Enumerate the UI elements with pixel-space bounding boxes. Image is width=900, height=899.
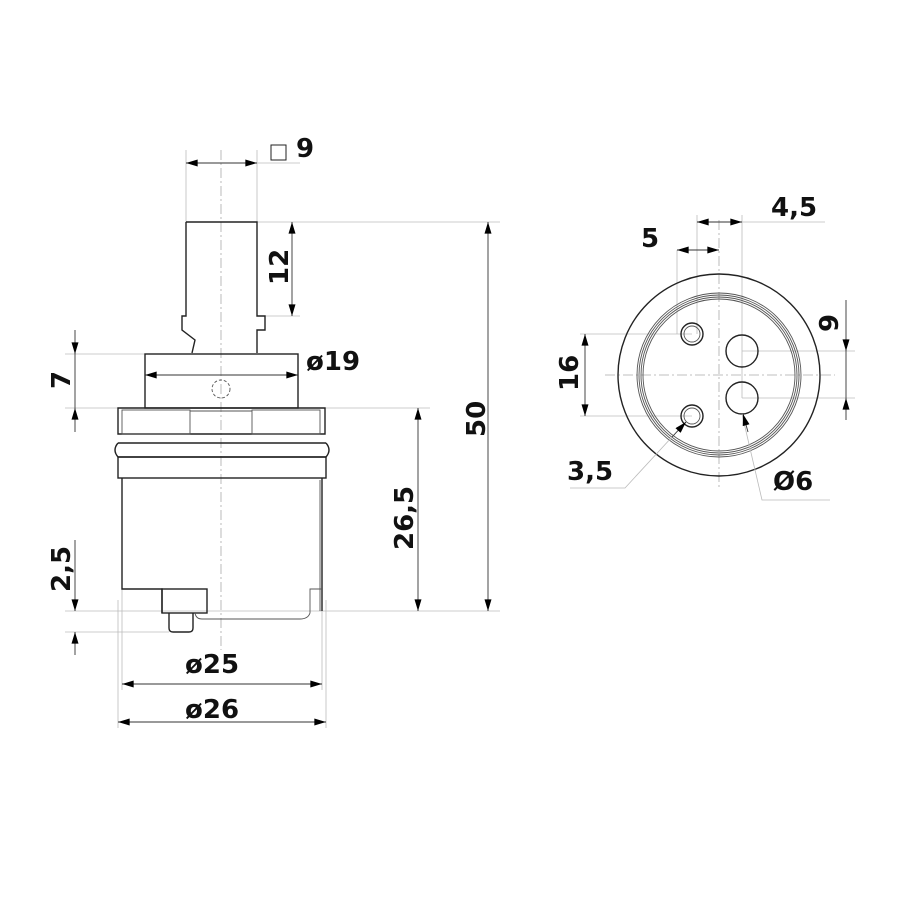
vertical-16-dim: 16 [555,355,585,391]
spacing-4-5-dim: 4,5 [771,193,817,223]
top-view: 4,5 5 9 16 3,5 Ø6 [555,193,855,501]
diameter-26-dim: ø26 [185,695,239,725]
pin-height-dim: 2,5 [47,546,77,592]
diameter-25-dim: ø25 [185,650,239,680]
total-height-dim: 50 [462,401,492,437]
body-height-dim: 26,5 [390,486,420,550]
square-symbol-icon [270,144,287,161]
stem-height-dim: 12 [265,249,295,285]
large-hole-dim: Ø6 [773,467,813,497]
spacing-5-dim: 5 [641,224,659,254]
square-dim: 9 [296,134,314,164]
small-hole-dim: 3,5 [567,457,613,487]
block-height-dim: 7 [47,371,77,389]
block-diameter-dim: ø19 [306,347,360,377]
vertical-9-dim: 9 [815,314,845,332]
side-view: 9 12 50 26,5 7 ø19 2,5 ø25 ø26 [47,134,500,728]
